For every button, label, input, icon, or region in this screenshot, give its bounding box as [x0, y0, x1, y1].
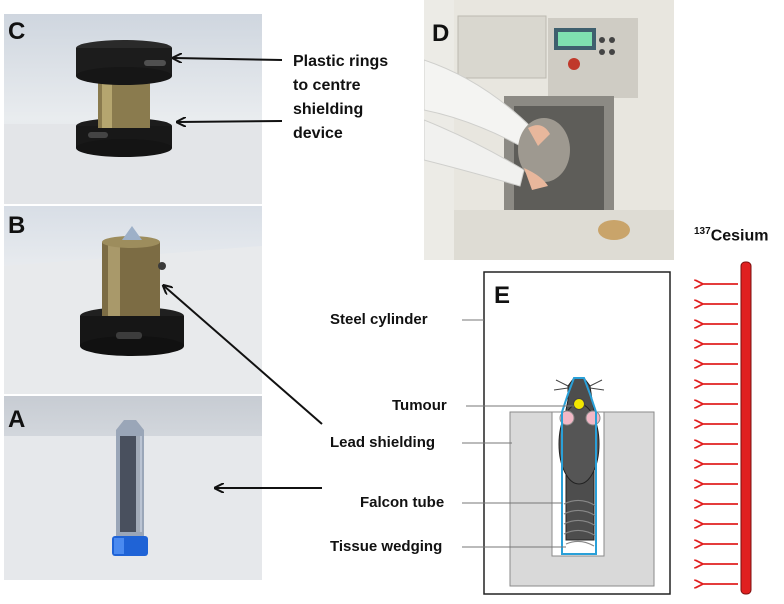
photo-panel-d	[424, 0, 674, 260]
tumour-spot	[573, 398, 585, 410]
radiation-arrows	[702, 284, 738, 584]
rings-annotation-line: Plastic rings	[293, 53, 389, 70]
photo-panel-b	[4, 206, 262, 394]
lead-shielding-to-device-arrow	[164, 286, 323, 425]
rings-annotation-line: device	[293, 125, 343, 142]
cesium-label: 137Cesium	[694, 226, 768, 245]
rings-lower-arrow	[178, 121, 283, 122]
photo-panel-a	[4, 396, 262, 580]
rings-upper-arrow	[174, 58, 283, 60]
label-lead-shielding: Lead shielding	[330, 434, 436, 451]
plastic-rings-annotation: Plastic rings to centre shielding device	[293, 50, 388, 146]
label-tissue-wedging: Tissue wedging	[330, 538, 443, 555]
cesium-name: Cesium	[710, 227, 769, 245]
falcon-tube-photo-illustration	[4, 420, 262, 580]
panel-letter-d: D	[432, 20, 450, 47]
rings-photo-illustration	[4, 40, 262, 204]
falcon-tube-outline	[561, 377, 597, 555]
label-falcon-tube: Falcon tube	[360, 494, 445, 511]
photo-panel-c	[4, 14, 262, 204]
label-tumour: Tumour	[392, 397, 447, 414]
rings-annotation-line: shielding	[293, 101, 364, 118]
panel-letter-b: B	[8, 212, 26, 239]
panel-letter-a: A	[8, 406, 26, 433]
irradiator-photo-illustration	[424, 0, 674, 260]
panel-letter-c: C	[8, 18, 26, 45]
cesium-isotope-number: 137	[694, 226, 711, 237]
rings-annotation-line: to centre	[293, 77, 361, 94]
shielding-device-photo-illustration	[4, 226, 262, 394]
label-steel-cylinder: Steel cylinder	[330, 311, 428, 328]
panel-letter-e: E	[494, 282, 511, 309]
cesium-source-rod	[740, 261, 752, 595]
